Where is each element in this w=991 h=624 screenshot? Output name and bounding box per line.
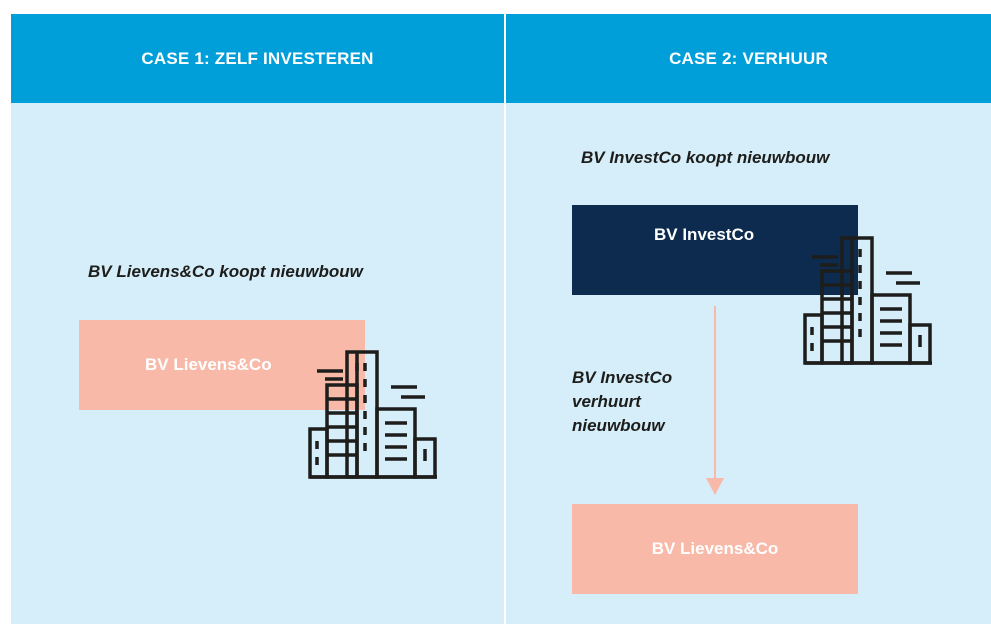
case2-header-text: CASE 2: VERHUUR xyxy=(669,48,828,68)
case2-lievens-label: BV Lievens&Co xyxy=(651,539,779,558)
case2-arrow-caption: BV InvestCo verhuurt nieuwbouw xyxy=(572,368,673,435)
left-edge xyxy=(0,14,11,624)
rental-arrow-head xyxy=(706,478,724,495)
case1-lievens-label: BV Lievens&Co xyxy=(145,355,272,374)
case1-panel: CASE 1: ZELF INVESTEREN BV Lievens&Co ko… xyxy=(11,14,504,624)
case1-header: CASE 1: ZELF INVESTEREN xyxy=(11,14,504,103)
rental-arrow-line xyxy=(714,306,716,478)
case2-lievens-box: BV Lievens&Co xyxy=(572,504,858,594)
case1-lievens-box: BV Lievens&Co xyxy=(79,320,365,410)
buildings-icon xyxy=(308,350,437,479)
case1-caption: BV Lievens&Co koopt nieuwbouw xyxy=(88,262,363,281)
top-strip xyxy=(0,0,991,14)
case2-caption: BV InvestCo koopt nieuwbouw xyxy=(581,148,830,167)
case2-header: CASE 2: VERHUUR xyxy=(506,14,991,103)
case1-header-text: CASE 1: ZELF INVESTEREN xyxy=(141,48,374,68)
buildings-icon xyxy=(803,236,932,365)
case2-investco-box: BV InvestCo xyxy=(572,205,858,295)
case2-investco-label: BV InvestCo xyxy=(654,225,755,244)
case2-panel: CASE 2: VERHUUR BV InvestCo koopt nieuwb… xyxy=(506,14,991,624)
